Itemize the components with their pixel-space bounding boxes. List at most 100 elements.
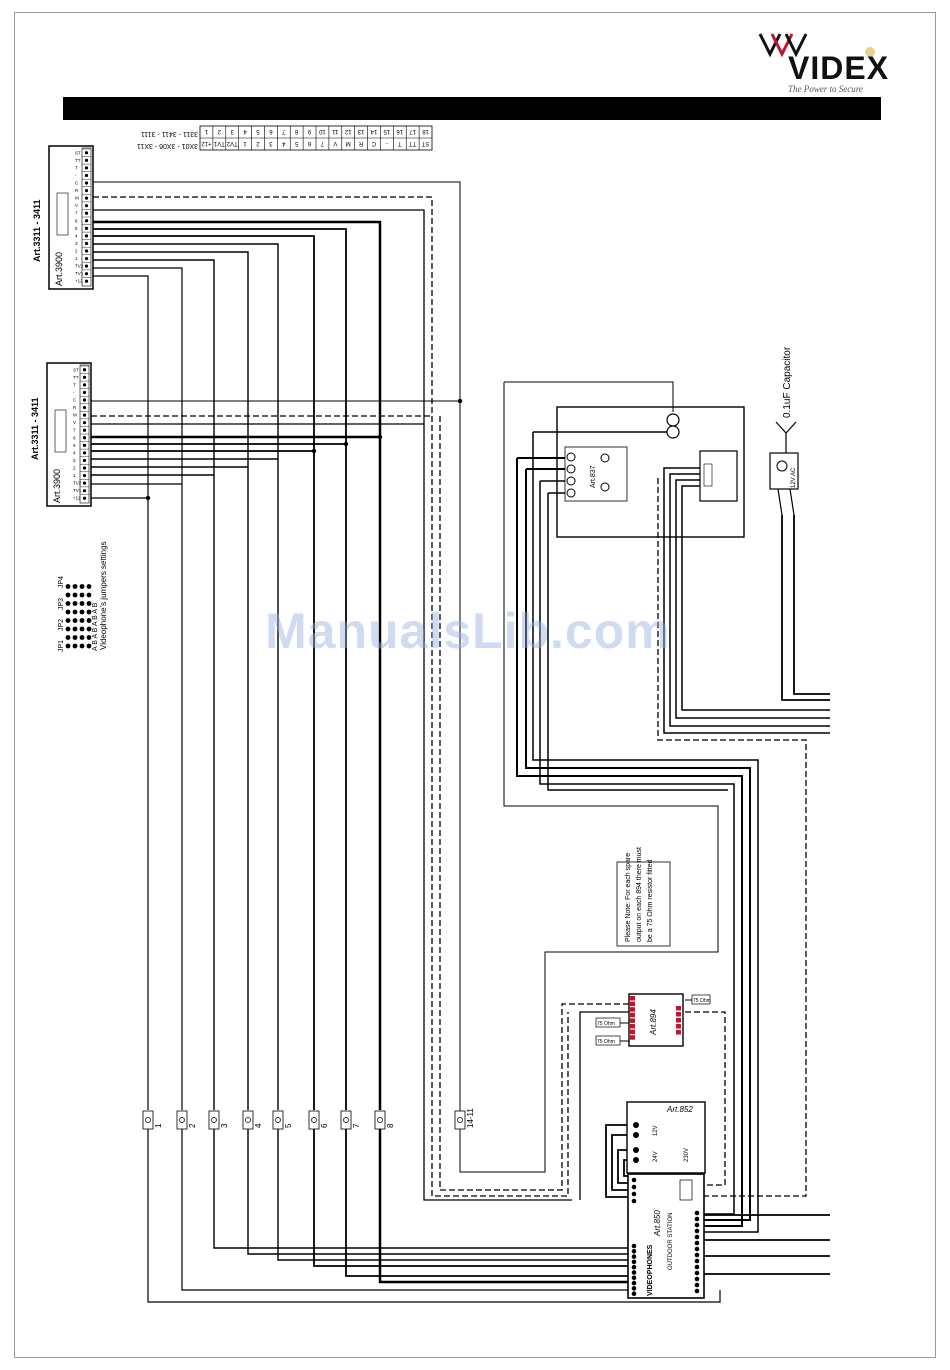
legend-cell-term: V [333, 140, 337, 146]
monitor-terminal-label: 3 [75, 241, 78, 246]
monitor-terminal-dot [84, 264, 89, 268]
legend-cell-num: 16 [396, 128, 403, 134]
monitor-2-sub: Art.3900 [52, 469, 62, 503]
monitor-terminal-label: 4 [75, 233, 78, 238]
monitor-terminal-label: 1 [75, 256, 78, 261]
monitor-terminal-label: 2 [75, 249, 78, 254]
monitor-terminal-label: 7 [75, 211, 78, 216]
junction-label: 1 [154, 1123, 163, 1128]
jumper-pin [65, 643, 71, 649]
monitor-1-model: Art.3311 - 3411 [32, 199, 42, 262]
legend-cell-term: 6 [307, 140, 311, 146]
monitor-terminal-label: +12 [73, 496, 81, 501]
art837-panel: Art.837 [556, 406, 745, 538]
jumper-pin [79, 592, 85, 598]
monitor-terminal-dot [82, 368, 87, 372]
art850-videophones: VIDEOPHONES [647, 1244, 654, 1296]
legend-cell-term: 4 [281, 140, 285, 146]
note-line-1: Please Note: For each spare [625, 853, 632, 942]
jumper-pin [79, 601, 85, 606]
monitor-terminal-dot [82, 428, 87, 432]
legend-cell-term: M [346, 140, 351, 146]
monitor-terminal-label: ST [75, 150, 81, 155]
monitor-terminal-dot [84, 204, 89, 208]
art850-outdoor: OUTDOOR STATION [668, 1213, 674, 1270]
art837-label: Art.837 [590, 465, 597, 488]
monitor-terminal-label: 5 [73, 443, 76, 448]
jumper-pin [86, 635, 92, 640]
monitor-terminal-label: 1 [73, 473, 76, 478]
art850-label: Art.850 [653, 1210, 662, 1237]
jumper-pin [86, 592, 92, 598]
monitor-terminal-dot [82, 390, 87, 395]
title-bar [63, 97, 881, 120]
monitor-terminal-label: TV1 [73, 488, 82, 493]
legend-cell-term: TT [409, 140, 417, 146]
monitor-terminal-label: - [73, 390, 75, 395]
legend-cell-num: 13 [357, 128, 364, 134]
monitor-terminal-label: TT [73, 375, 79, 380]
legend-cell-term: TV1 [213, 140, 225, 146]
videx-tagline: The Power to Secure [788, 84, 863, 94]
legend-cell-term: R [358, 140, 363, 146]
monitor-terminal-label: ST [73, 367, 79, 372]
monitor-terminal-label: TV2 [73, 481, 82, 486]
legend-cell-num: 15 [383, 128, 390, 134]
legend-cell-num: 11 [332, 128, 339, 134]
legend-cell-term: C [371, 140, 376, 146]
note-line-2: output on each 894 there must [636, 847, 643, 942]
legend-cell-term: 5 [294, 140, 298, 146]
jumper-pin [86, 609, 92, 615]
legend-cell-num: 17 [409, 128, 416, 134]
art852-v1: 12V [653, 1125, 659, 1136]
legend-cell-term: +12 [201, 140, 212, 146]
resistor-label-2: 75 Ohm [597, 1021, 615, 1027]
art852-label: Art.852 [666, 1105, 693, 1114]
jumper-pin [86, 584, 92, 589]
monitor-terminal-dot [82, 458, 87, 463]
junction-label: 6 [320, 1123, 329, 1128]
jumper-jp2: JP2 [58, 619, 65, 631]
legend-cell-num: 7 [281, 128, 285, 134]
page-border [14, 12, 936, 1358]
jumper-jp3: JP3 [58, 598, 65, 610]
monitor-terminal-dot [82, 481, 87, 485]
monitor-terminal-dot [84, 158, 89, 162]
monitor-terminal-label: M [73, 413, 77, 418]
legend-cell-num: 12 [344, 128, 351, 134]
monitor-terminal-dot [84, 226, 89, 230]
jumper-jp1: JP1 [58, 640, 65, 652]
monitor-terminal-label: 3 [73, 458, 76, 463]
legend-cell-term: 7 [320, 140, 324, 146]
jumper-pin [65, 584, 71, 589]
monitor-terminal-dot [82, 443, 87, 447]
legend-cell-num: 8 [294, 128, 298, 134]
jumper-pin [65, 626, 71, 632]
monitor-terminal-label: M [75, 196, 79, 201]
monitor-terminal-label: R [73, 405, 77, 410]
jumper-pin [79, 584, 85, 589]
monitor-terminal-dot [84, 211, 89, 215]
legend-cell-term: 3 [269, 140, 273, 146]
art852-mains: 230V [684, 1148, 690, 1162]
monitor-terminal-label: C [73, 398, 77, 403]
junction-label: 4 [254, 1123, 263, 1128]
jumper-ab: A B A B A B A B [92, 602, 99, 651]
monitor-1: Art.3311 - 3411 Art.3900 STTTT-CRMV76543… [32, 145, 94, 290]
jumper-pin [79, 609, 85, 615]
junction-label: 7 [352, 1123, 361, 1128]
legend-cell-term: 2 [256, 140, 260, 146]
monitor-terminal-label: TV2 [75, 264, 84, 269]
legend-cell-term: - [386, 140, 388, 146]
jumper-pin [79, 626, 85, 632]
art852-power-supply: Art.852 12V 24V 230V [626, 1101, 706, 1174]
monitor-terminal-label: T [75, 165, 78, 170]
monitor-terminal-dot [84, 256, 89, 261]
monitor-terminal-dot [82, 413, 87, 417]
jumper-pin [79, 635, 85, 640]
monitor-terminal-dot [82, 398, 87, 402]
junction-dots [145, 398, 463, 501]
monitor-terminal-label: 6 [73, 435, 76, 440]
junction-label: 3 [220, 1123, 229, 1128]
